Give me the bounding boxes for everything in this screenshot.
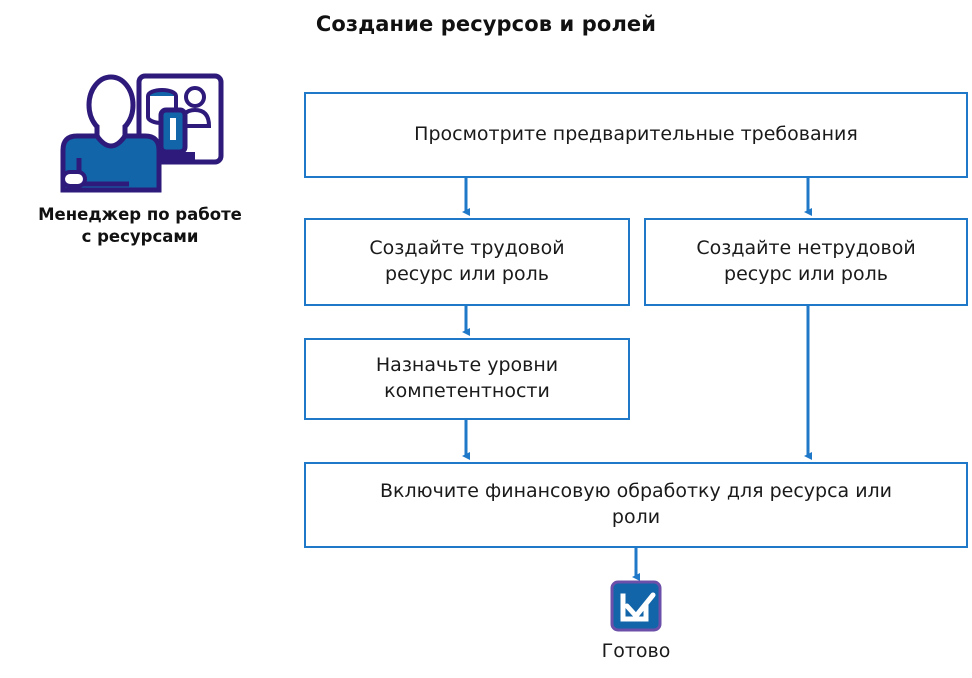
step-text-line1: Создайте нетрудовой: [696, 237, 916, 260]
step-text-line1: Включите финансовую обработку для ресурс…: [379, 480, 893, 503]
actor-resource-manager: Менеджер по работе с ресурсами: [6, 72, 274, 249]
step-box-enable-financial-processing[interactable]: Включите финансовую обработку для ресурс…: [304, 462, 968, 548]
step-text-assign-competency-levels: Назначьте уровни компетентности: [316, 353, 618, 404]
step-text-line1: Назначьте уровни: [375, 354, 559, 377]
step-text-line2: компетентности: [384, 380, 550, 402]
resource-manager-icon-svg: [60, 73, 224, 193]
step-box-assign-competency-levels[interactable]: Назначьте уровни компетентности: [304, 338, 630, 420]
step-text-line1: Создайте трудовой: [369, 237, 565, 260]
step-text-line2: ресурс или роль: [385, 263, 549, 285]
step-box-create-nonlabor-resource[interactable]: Создайте нетрудовой ресурс или роль: [644, 218, 968, 306]
step-text-review-prerequisites: Просмотрите предварительные требования: [414, 123, 858, 146]
step-text-create-nonlabor-resource: Создайте нетрудовой ресурс или роль: [656, 236, 956, 287]
step-text-line2: роли: [611, 506, 661, 528]
step-text-line2: ресурс или роль: [724, 263, 888, 285]
step-text-create-labor-resource: Создайте трудовой ресурс или роль: [316, 236, 618, 287]
done-marker: Готово: [568, 580, 704, 663]
step-box-create-labor-resource[interactable]: Создайте трудовой ресурс или роль: [304, 218, 630, 306]
step-text-enable-financial-processing: Включите финансовую обработку для ресурс…: [316, 479, 956, 530]
done-label: Готово: [601, 640, 671, 662]
resource-manager-icon: [6, 72, 274, 194]
actor-label-line2: с ресурсами: [81, 227, 199, 247]
checkbox-check-icon-svg: [610, 580, 662, 632]
actor-label-line1: Менеджер по работе: [38, 205, 242, 224]
step-box-review-prerequisites[interactable]: Просмотрите предварительные требования: [304, 92, 968, 178]
page-title: Создание ресурсов и ролей: [315, 12, 657, 36]
actor-label: Менеджер по работе с ресурсами: [6, 204, 274, 249]
checkbox-check-icon: [568, 580, 704, 634]
